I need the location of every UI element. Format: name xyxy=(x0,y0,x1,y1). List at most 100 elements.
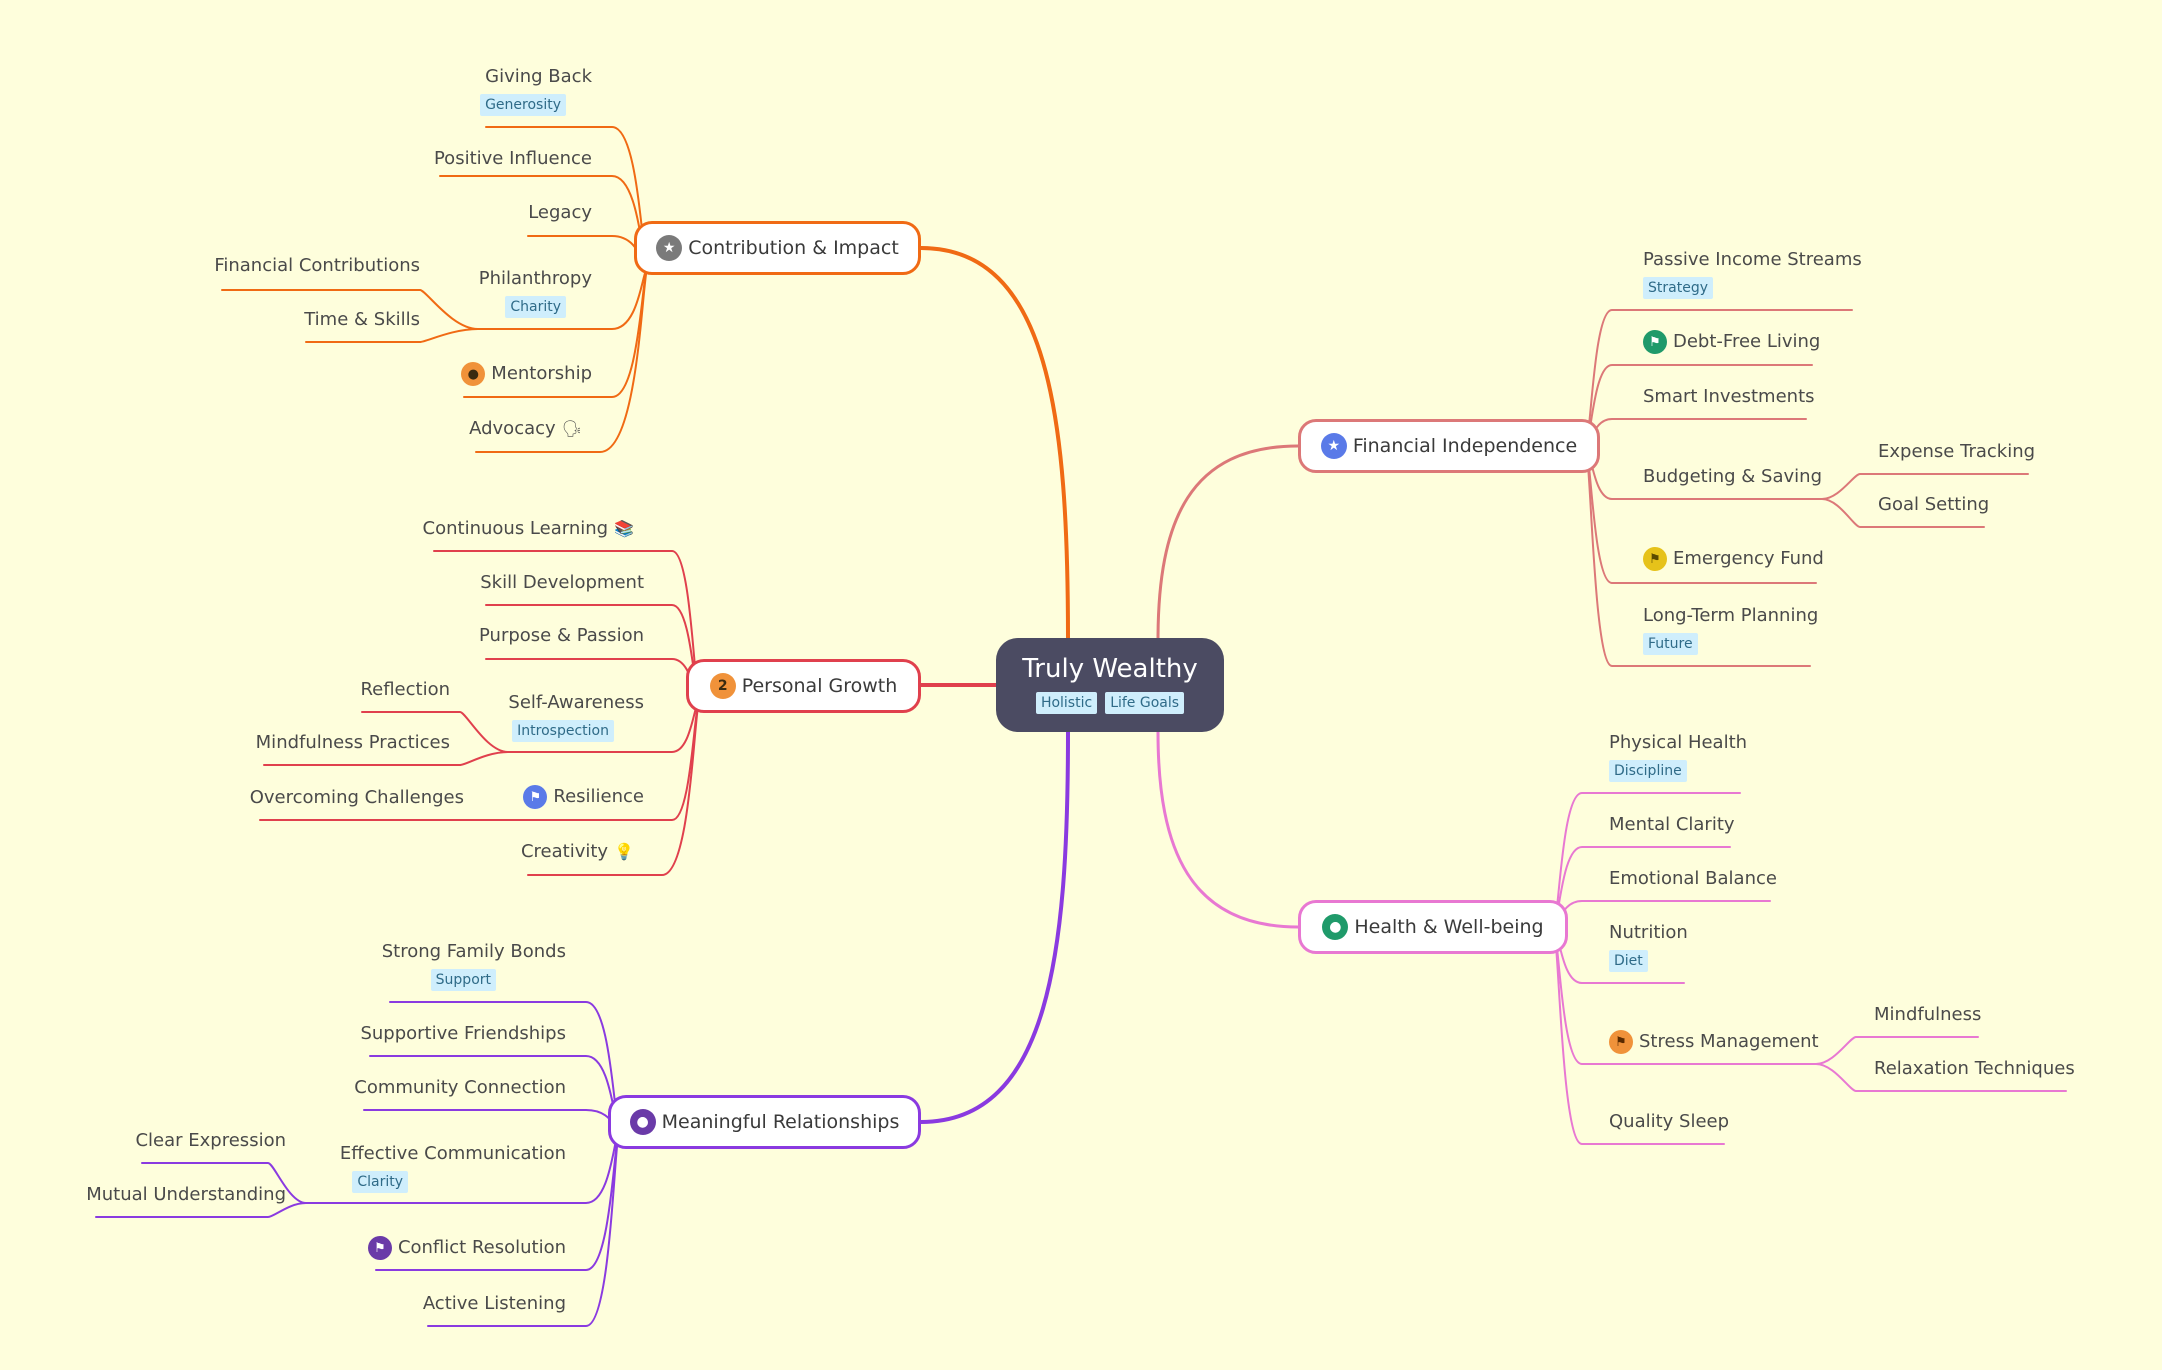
node-emergency-fund[interactable]: ⚑ Emergency Fund xyxy=(1643,547,1824,571)
root-tag-life-goals: Life Goals xyxy=(1105,692,1185,714)
node-label: Conflict Resolution xyxy=(397,1237,566,1258)
node-creativity[interactable]: Creativity 💡 xyxy=(521,840,634,864)
node-mindfulness[interactable]: Mindfulness xyxy=(1874,1003,1981,1027)
root-node[interactable]: Truly Wealthy Holistic Life Goals xyxy=(996,638,1224,732)
node-label: Expense Tracking xyxy=(1878,441,2036,462)
link-advocacy xyxy=(475,267,649,453)
priority-badge: 2 xyxy=(709,673,736,699)
node-label: Purpose & Passion xyxy=(479,625,644,646)
branch-personal-growth[interactable]: 2 Personal Growth xyxy=(686,659,921,713)
root-title: Truly Wealthy xyxy=(1022,654,1198,684)
node-positive-influence[interactable]: Positive Influence xyxy=(434,147,592,171)
link-reflection xyxy=(361,711,509,753)
node-label: Positive Influence xyxy=(433,148,592,169)
flag-icon: ⚑ xyxy=(1643,330,1667,354)
node-label: Long-Term Planning xyxy=(1643,605,1819,626)
node-label: Nutrition xyxy=(1609,922,1688,943)
link-mindfulness-practices xyxy=(263,751,509,766)
node-physical-health[interactable]: Physical Health Discipline xyxy=(1609,731,1747,782)
lightbulb-icon: 💡 xyxy=(614,842,634,861)
node-mental-clarity[interactable]: Mental Clarity xyxy=(1609,813,1735,837)
node-label: Resilience xyxy=(553,786,644,807)
node-label: Quality Sleep xyxy=(1609,1111,1730,1132)
branch-label: Contribution & Impact xyxy=(688,237,899,259)
node-label: Mentorship xyxy=(491,363,592,384)
branch-health-wellbeing[interactable]: ● Health & Well-being xyxy=(1298,900,1568,954)
node-label: Philanthropy xyxy=(478,268,592,289)
flag-icon: ⚑ xyxy=(1609,1030,1633,1054)
node-smart-investments[interactable]: Smart Investments xyxy=(1643,385,1815,409)
node-label: Community Connection xyxy=(354,1077,566,1098)
branch-label: Meaningful Relationships xyxy=(661,1111,900,1133)
node-skill-development[interactable]: Skill Development xyxy=(480,571,644,595)
person-icon: ● xyxy=(461,362,486,386)
node-label: Smart Investments xyxy=(1643,386,1815,407)
link-root-financial xyxy=(1156,444,1300,642)
link-goal-setting xyxy=(1821,498,1985,528)
node-label: Advocacy xyxy=(469,418,556,439)
node-label: Goal Setting xyxy=(1878,494,1990,515)
node-philanthropy[interactable]: Philanthropy Charity xyxy=(479,267,592,318)
person-icon: ● xyxy=(1322,914,1349,940)
node-debt-free-living[interactable]: ⚑ Debt-Free Living xyxy=(1643,330,1820,354)
node-conflict-resolution[interactable]: ⚑ Conflict Resolution xyxy=(367,1236,566,1260)
node-label: Time & Skills xyxy=(304,309,420,330)
node-effective-communication[interactable]: Effective Communication Clarity xyxy=(340,1142,566,1193)
node-goal-setting[interactable]: Goal Setting xyxy=(1878,493,1989,517)
node-budgeting-saving[interactable]: Budgeting & Saving xyxy=(1643,465,1822,489)
node-advocacy[interactable]: Advocacy 🗣 xyxy=(469,417,582,441)
node-label: Effective Communication xyxy=(339,1143,566,1164)
node-time-skills[interactable]: Time & Skills xyxy=(304,308,420,332)
tag-introspection: Introspection xyxy=(512,720,614,742)
node-overcoming-challenges[interactable]: Overcoming Challenges xyxy=(250,786,464,810)
branch-meaningful-relationships[interactable]: ● Meaningful Relationships xyxy=(608,1095,921,1149)
node-purpose-passion[interactable]: Purpose & Passion xyxy=(479,624,644,648)
node-reflection[interactable]: Reflection xyxy=(360,678,450,702)
node-self-awareness[interactable]: Self-Awareness Introspection xyxy=(508,691,644,742)
node-label: Passive Income Streams xyxy=(1643,249,1862,270)
root-tag-holistic: Holistic xyxy=(1035,692,1098,714)
node-label: Reflection xyxy=(360,679,450,700)
link-legacy xyxy=(527,235,649,269)
speaking-head-icon: 🗣 xyxy=(561,419,582,438)
node-label: Emotional Balance xyxy=(1609,868,1777,889)
branch-financial-independence[interactable]: ★ Financial Independence xyxy=(1298,419,1600,473)
node-mutual-understanding[interactable]: Mutual Understanding xyxy=(86,1183,286,1207)
node-nutrition[interactable]: Nutrition Diet xyxy=(1609,921,1688,972)
node-mentorship[interactable]: ● Mentorship xyxy=(461,362,592,386)
tag-support: Support xyxy=(430,969,496,991)
node-giving-back[interactable]: Giving Back Generosity xyxy=(480,65,592,116)
node-quality-sleep[interactable]: Quality Sleep xyxy=(1609,1110,1729,1134)
node-community-connection[interactable]: Community Connection xyxy=(354,1076,566,1100)
node-long-term-planning[interactable]: Long-Term Planning Future xyxy=(1643,604,1818,655)
node-supportive-friendships[interactable]: Supportive Friendships xyxy=(360,1022,566,1046)
node-legacy[interactable]: Legacy xyxy=(528,201,592,225)
link-root-contribution xyxy=(919,246,1070,642)
node-clear-expression[interactable]: Clear Expression xyxy=(135,1129,286,1153)
node-label: Self-Awareness xyxy=(508,692,644,713)
node-passive-income-streams[interactable]: Passive Income Streams Strategy xyxy=(1643,248,1862,299)
node-continuous-learning[interactable]: Continuous Learning 📚 xyxy=(423,517,634,541)
tag-future: Future xyxy=(1643,633,1698,655)
node-stress-management[interactable]: ⚑ Stress Management xyxy=(1609,1030,1819,1054)
node-label: Skill Development xyxy=(480,572,644,593)
link-financial-contributions xyxy=(221,289,479,330)
node-resilience[interactable]: ⚑ Resilience xyxy=(523,785,644,809)
node-label: Giving Back xyxy=(485,66,592,87)
tag-diet: Diet xyxy=(1609,950,1648,972)
node-financial-contributions[interactable]: Financial Contributions xyxy=(214,254,420,278)
node-label: Clear Expression xyxy=(135,1130,286,1151)
node-relaxation-techniques[interactable]: Relaxation Techniques xyxy=(1874,1057,2075,1081)
node-emotional-balance[interactable]: Emotional Balance xyxy=(1609,867,1777,891)
link-relaxation-techniques xyxy=(1815,1063,2067,1092)
node-mindfulness-practices[interactable]: Mindfulness Practices xyxy=(256,731,450,755)
node-active-listening[interactable]: Active Listening xyxy=(423,1292,566,1316)
node-label: Mindfulness Practices xyxy=(255,732,450,753)
node-expense-tracking[interactable]: Expense Tracking xyxy=(1878,440,2035,464)
branch-contribution-impact[interactable]: ★ Contribution & Impact xyxy=(634,221,921,275)
node-label: Physical Health xyxy=(1609,732,1748,753)
link-root-relationships xyxy=(919,730,1070,1124)
link-root-health xyxy=(1156,730,1300,929)
node-label: Budgeting & Saving xyxy=(1643,466,1822,487)
node-strong-family-bonds[interactable]: Strong Family Bonds Support xyxy=(382,940,566,991)
